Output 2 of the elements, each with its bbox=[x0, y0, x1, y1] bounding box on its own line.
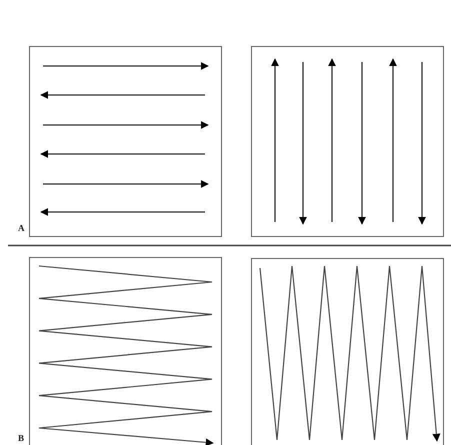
panel-label: A bbox=[18, 224, 24, 233]
panel-label: B bbox=[18, 434, 24, 443]
